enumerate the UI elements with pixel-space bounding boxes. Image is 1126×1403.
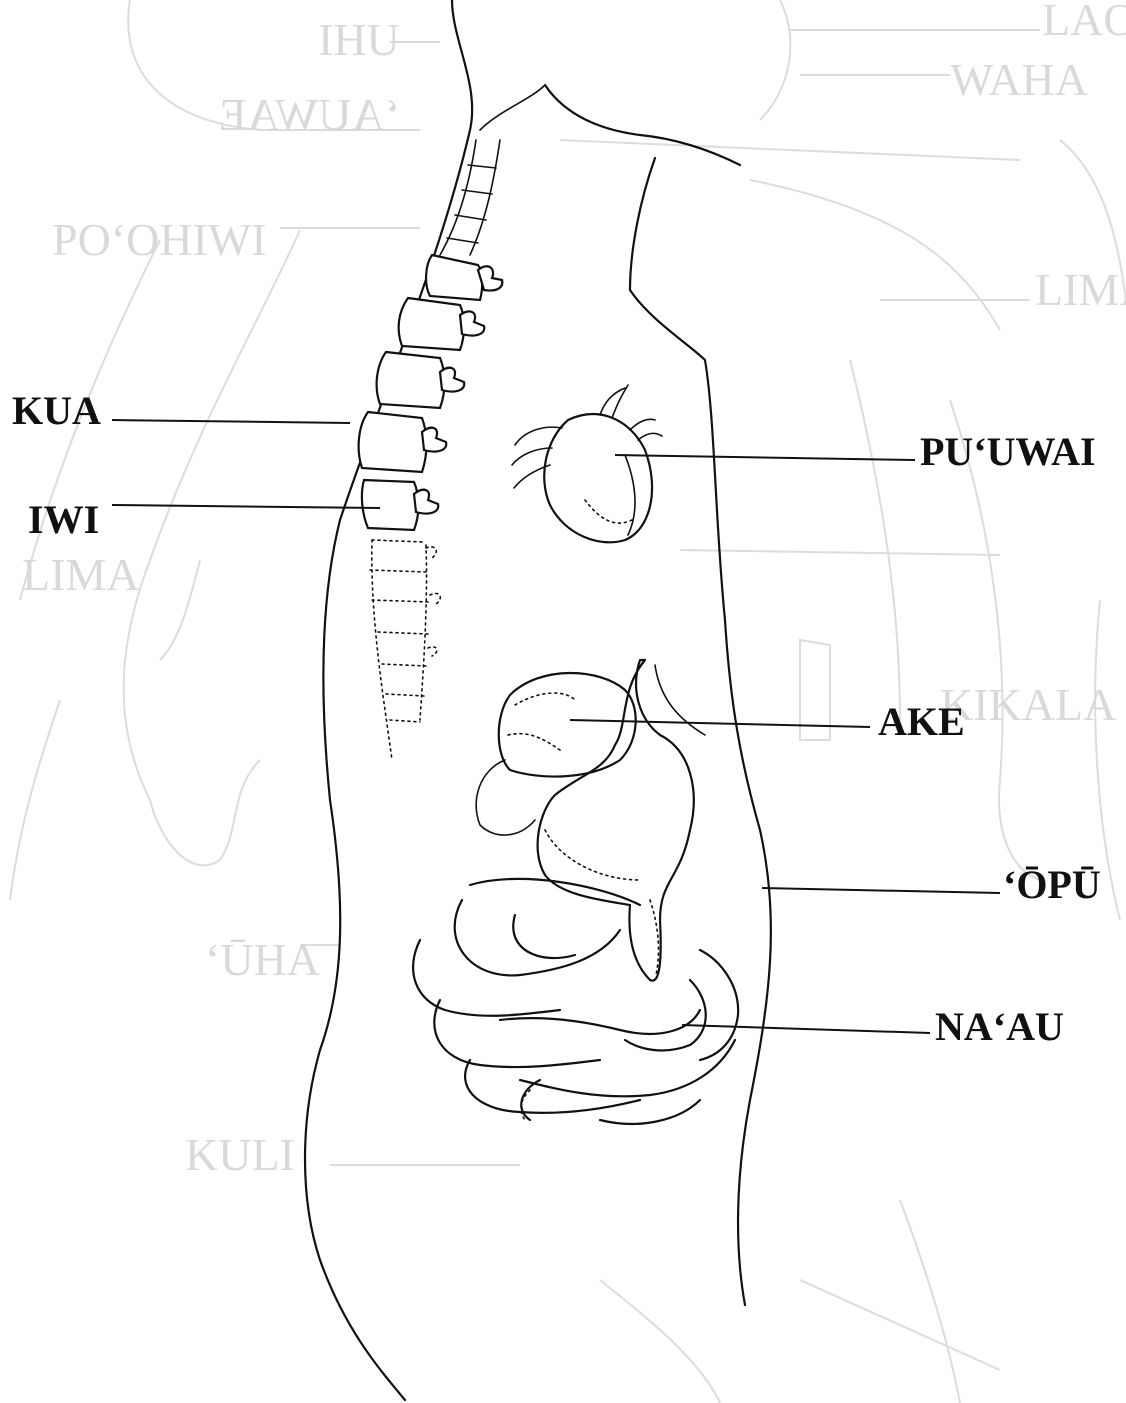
bg-label-kikala: KIKALA (940, 679, 1116, 730)
vertebra-2 (399, 298, 465, 350)
spine (359, 140, 503, 760)
label-naau: NA‘AU (935, 1004, 1064, 1049)
stomach (538, 660, 705, 981)
vertebra-3 (377, 352, 445, 408)
vertebra-5 (362, 480, 419, 530)
bg-label-lima-left: LIMA (22, 549, 140, 600)
labels: KUA IWI PU‘UWAI AKE ‘ŌPŪ NA‘AU (12, 388, 1101, 1049)
label-iwi: IWI (28, 497, 99, 542)
label-ake: AKE (878, 699, 965, 744)
bg-label-lao: LAO (1042, 0, 1126, 45)
liver (476, 673, 636, 835)
bg-label-ihu: IHU (318, 14, 400, 65)
heart (512, 385, 662, 542)
label-kua: KUA (12, 388, 101, 433)
bg-label-waha: WAHA (950, 54, 1088, 105)
label-opu: ‘ŌPŪ (1003, 862, 1101, 907)
bg-label-kuli: KULI (185, 1129, 295, 1180)
bg-label-uha: ‘ŪHA (205, 934, 320, 985)
vertebra-4 (359, 412, 427, 472)
label-puuwai: PU‘UWAI (920, 429, 1096, 474)
vertebra-1 (426, 255, 482, 300)
bg-label-poohiwi: PO‘OHIWI (52, 214, 267, 265)
bg-label-lima-right: LIMA (1035, 264, 1126, 315)
intestines (413, 879, 738, 1124)
bg-label-auwae: ‘AUWAE (219, 89, 400, 140)
body-outline (305, 0, 771, 1400)
